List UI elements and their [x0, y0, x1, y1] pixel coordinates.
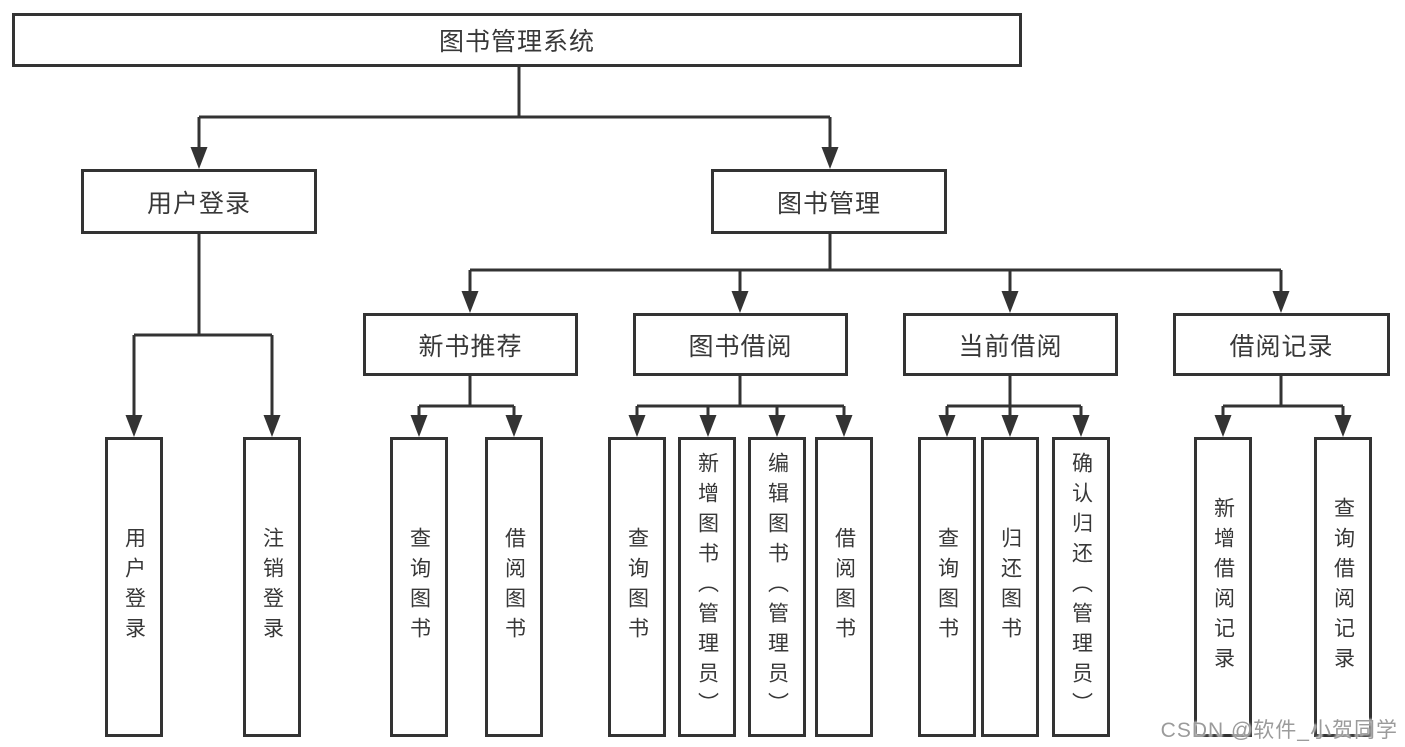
node-user-login: 用户登录 — [81, 169, 317, 234]
node-label: 借阅图书 — [832, 527, 856, 647]
leaf-bb-borrow-books: 借阅图书 — [815, 437, 873, 737]
node-label: 注销登录 — [260, 527, 284, 647]
node-label: 归还图书 — [998, 527, 1022, 647]
arrowhead-down-icon — [1072, 415, 1090, 437]
node-label: 用户登录 — [122, 527, 146, 647]
node-label: 图书借阅 — [688, 332, 793, 361]
node-label: 查询借阅记录 — [1331, 497, 1355, 677]
node-book-management: 图书管理 — [711, 169, 947, 234]
arrowhead-down-icon — [125, 415, 143, 437]
arrowhead-down-icon — [699, 415, 717, 437]
arrowhead-down-icon — [1001, 291, 1019, 313]
node-label: 新增借阅记录 — [1211, 497, 1235, 677]
leaf-cb-confirm-return-admin: 确认归还（管理员） — [1052, 437, 1110, 737]
arrowhead-down-icon — [835, 415, 853, 437]
node-label: 当前借阅 — [958, 332, 1063, 361]
arrowhead-down-icon — [1214, 415, 1232, 437]
leaf-nb-query-books: 查询图书 — [390, 437, 448, 737]
leaf-cb-return-books: 归还图书 — [981, 437, 1039, 737]
arrowhead-down-icon — [1272, 291, 1290, 313]
node-label: 查询图书 — [935, 527, 959, 647]
leaf-br-add-record: 新增借阅记录 — [1194, 437, 1252, 737]
node-root: 图书管理系统 — [12, 13, 1022, 67]
watermark: CSDN @软件_小贺同学 — [1160, 719, 1398, 742]
arrowhead-down-icon — [731, 291, 749, 313]
leaf-bb-add-books-admin: 新增图书（管理员） — [678, 437, 736, 737]
node-label: 查询图书 — [625, 527, 649, 647]
node-borrow-records: 借阅记录 — [1173, 313, 1390, 376]
node-label: 图书管理系统 — [438, 28, 595, 56]
leaf-user-login: 用户登录 — [105, 437, 163, 737]
arrowhead-down-icon — [190, 147, 208, 169]
node-label: 借阅图书 — [502, 527, 526, 647]
node-label: 编辑图书（管理员） — [765, 452, 789, 722]
node-label: 图书管理 — [776, 189, 881, 218]
node-label: 确认归还（管理员） — [1069, 452, 1093, 722]
arrowhead-down-icon — [505, 415, 523, 437]
leaf-cb-query-books: 查询图书 — [918, 437, 976, 737]
leaf-br-query-record: 查询借阅记录 — [1314, 437, 1372, 737]
arrowhead-down-icon — [768, 415, 786, 437]
leaf-bb-query-books: 查询图书 — [608, 437, 666, 737]
arrowhead-down-icon — [461, 291, 479, 313]
node-label: 借阅记录 — [1229, 332, 1334, 361]
arrowhead-down-icon — [628, 415, 646, 437]
arrowhead-down-icon — [263, 415, 281, 437]
leaf-nb-borrow-books: 借阅图书 — [485, 437, 543, 737]
node-label: 新书推荐 — [418, 332, 523, 361]
arrowhead-down-icon — [1334, 415, 1352, 437]
arrowhead-down-icon — [410, 415, 428, 437]
node-label: 查询图书 — [407, 527, 431, 647]
arrowhead-down-icon — [938, 415, 956, 437]
node-current-borrowing: 当前借阅 — [903, 313, 1118, 376]
node-new-book-recommend: 新书推荐 — [363, 313, 578, 376]
node-label: 用户登录 — [146, 189, 251, 218]
arrowhead-down-icon — [821, 147, 839, 169]
node-book-borrowing: 图书借阅 — [633, 313, 848, 376]
leaf-bb-edit-books-admin: 编辑图书（管理员） — [748, 437, 806, 737]
node-label: 新增图书（管理员） — [695, 452, 719, 722]
leaf-logout: 注销登录 — [243, 437, 301, 737]
arrowhead-down-icon — [1001, 415, 1019, 437]
